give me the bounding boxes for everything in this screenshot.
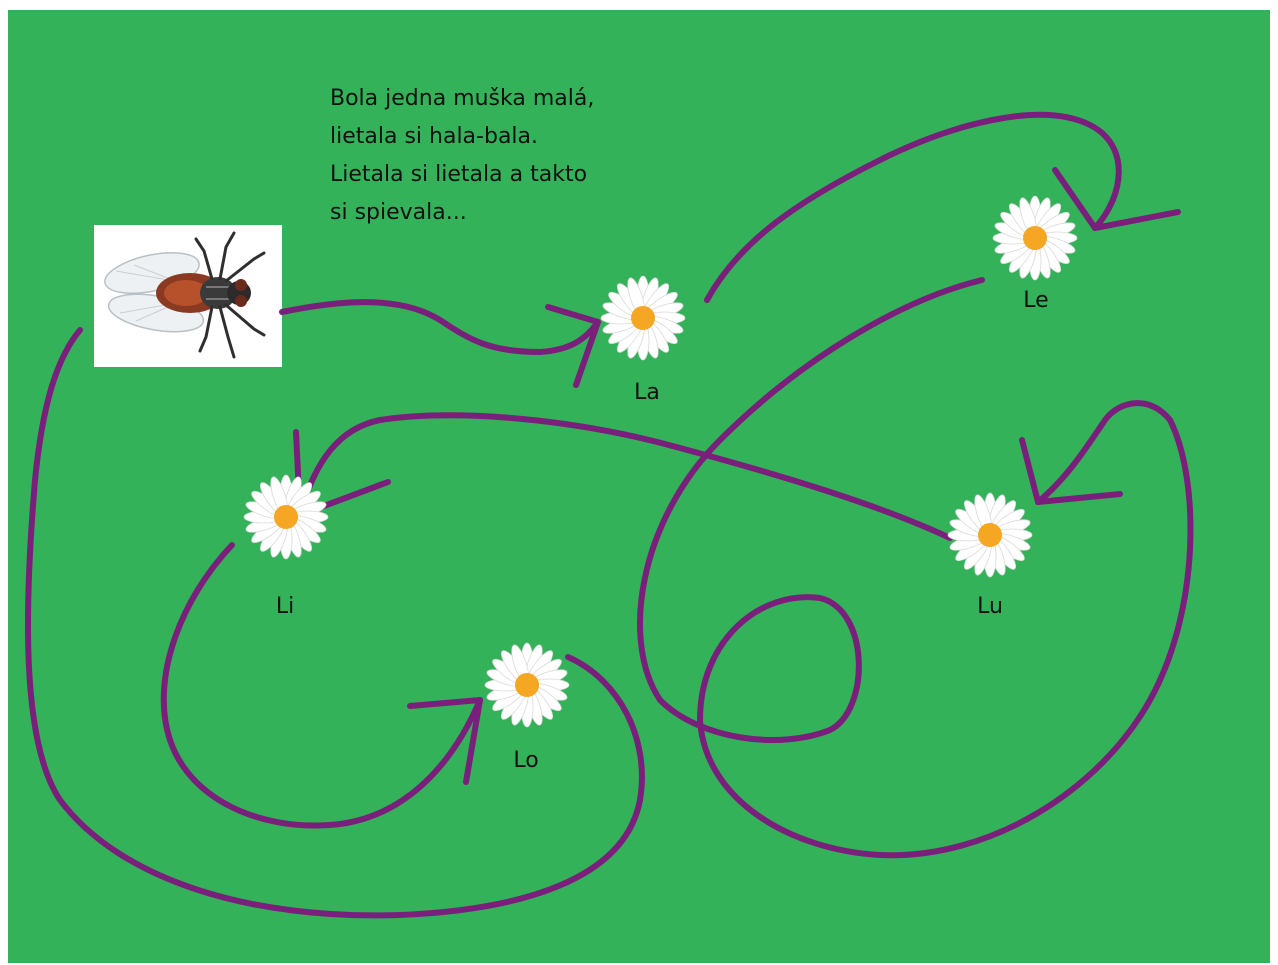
path-li-to-lo [164, 545, 480, 826]
flower-label-li: Li [245, 594, 325, 619]
daisy-icon [599, 274, 687, 362]
daisy-icon [946, 491, 1034, 579]
daisy-icon [991, 194, 1079, 282]
flower-label-lo: Lo [486, 748, 566, 773]
daisy-icon [483, 641, 571, 729]
flower-label-le: Le [996, 288, 1076, 313]
path-lo-to-fly [28, 330, 642, 915]
path-le-to-lu [640, 280, 1190, 855]
path-lu-to-li [300, 415, 950, 538]
daisy-icon [242, 473, 330, 561]
arrow-to-lo [410, 700, 480, 782]
flower-label-lu: Lu [950, 594, 1030, 619]
flower-label-la: La [607, 380, 687, 405]
